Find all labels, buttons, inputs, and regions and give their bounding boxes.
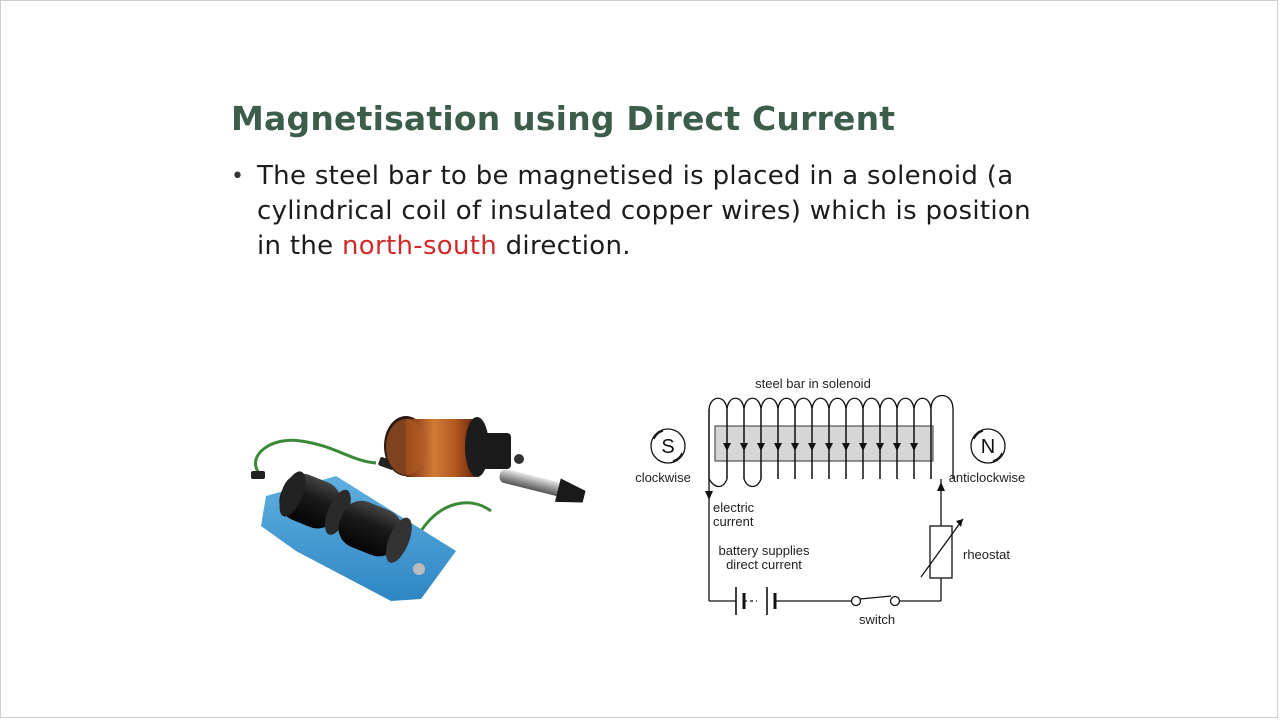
solenoid-coil [708,394,954,488]
bullet-highlight: north-south [342,231,498,261]
label-clockwise: clockwise [635,470,691,485]
bullet-marker: • [231,164,244,189]
bullet-text-part2: direction. [497,231,631,261]
label-switch: switch [859,612,895,627]
label-current: current [713,514,754,529]
label-anticlockwise: anticlockwise [949,470,1026,485]
solenoid-circuit-diagram: steel bar in solenoid [635,376,1026,627]
bullet-item: • The steel bar to be magnetised is plac… [231,159,1051,264]
s-pole-symbol: S [661,436,674,458]
slide-title: Magnetisation using Direct Current [231,99,896,138]
coil-arrows [723,443,918,451]
label-direct-current: direct current [726,557,802,572]
label-steel-bar-in-solenoid: steel bar in solenoid [755,376,871,391]
label-rheostat: rheostat [963,547,1010,562]
solenoid-battery-photo [251,416,586,601]
label-battery-supplies: battery supplies [718,543,810,558]
bullet-text-part1: The steel bar to be magnetised is placed… [257,161,1031,261]
bullet-text: The steel bar to be magnetised is placed… [257,159,1051,264]
n-pole-symbol: N [981,436,995,458]
label-electric: electric [713,500,755,515]
